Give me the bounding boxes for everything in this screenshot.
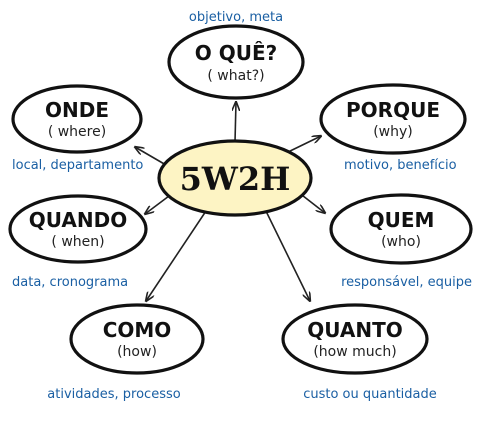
- node-who: QUEM (who) responsável, equipe: [329, 193, 473, 290]
- node-how-caption: atividades, processo: [47, 387, 180, 402]
- node-what-bubble: [167, 24, 305, 100]
- node-why-subtitle: (why): [373, 124, 413, 140]
- node-where-caption: local, departamento: [12, 158, 143, 173]
- node-where: ONDE ( where) local, departamento: [11, 84, 143, 173]
- node-who-caption: responsável, equipe: [341, 275, 472, 290]
- center-bubble: [157, 139, 313, 217]
- node-why-caption: motivo, benefício: [344, 158, 457, 173]
- center-title: 5W2H: [180, 160, 291, 198]
- arrow-to-where: [135, 147, 167, 166]
- node-what-subtitle: ( what?): [207, 68, 264, 84]
- node-when-subtitle: ( when): [51, 234, 104, 250]
- node-where-title: ONDE: [45, 98, 109, 122]
- node-why: PORQUE (why) motivo, benefício: [319, 83, 467, 173]
- node-how-title: COMO: [103, 318, 172, 342]
- node-what: O QUÊ? ( what?) objetivo, meta: [167, 10, 305, 100]
- node-how-much-title: QUANTO: [307, 318, 403, 342]
- center-node: 5W2H: [157, 139, 313, 217]
- arrow-to-how: [146, 204, 211, 301]
- node-how-bubble: [69, 303, 205, 375]
- node-how-subtitle: (how): [117, 344, 157, 360]
- arrow-to-how-much: [262, 204, 310, 301]
- node-what-caption: objetivo, meta: [189, 10, 283, 25]
- node-how-much-caption: custo ou quantidade: [303, 387, 437, 402]
- node-what-title: O QUÊ?: [195, 41, 277, 65]
- node-why-title: PORQUE: [346, 98, 440, 122]
- arrow-to-why: [285, 136, 321, 154]
- node-when-bubble: [8, 194, 148, 264]
- node-where-bubble: [11, 84, 143, 154]
- node-who-bubble: [329, 193, 473, 265]
- node-where-subtitle: ( where): [48, 124, 106, 140]
- node-why-bubble: [319, 83, 467, 155]
- node-when-title: QUANDO: [29, 208, 127, 232]
- node-how-much-bubble: [281, 303, 429, 375]
- node-how-much: QUANTO (how much) custo ou quantidade: [281, 303, 437, 402]
- node-how-much-subtitle: (how much): [313, 344, 396, 360]
- node-how: COMO (how) atividades, processo: [47, 303, 205, 402]
- node-who-title: QUEM: [368, 208, 435, 232]
- arrow-to-what: [235, 102, 236, 143]
- node-when: QUANDO ( when) data, cronograma: [8, 194, 148, 290]
- node-who-subtitle: (who): [381, 234, 421, 250]
- node-when-caption: data, cronograma: [12, 275, 128, 290]
